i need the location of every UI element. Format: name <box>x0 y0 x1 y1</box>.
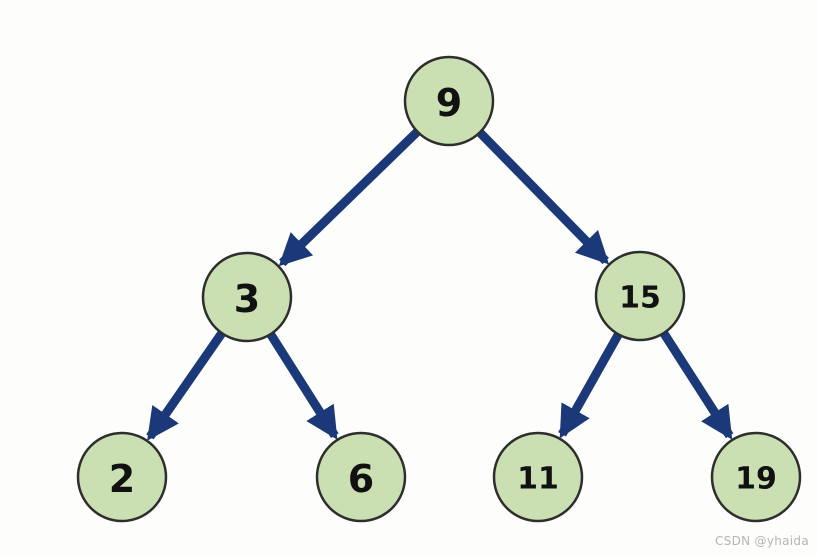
tree-node-label-19: 19 <box>735 462 777 497</box>
tree-node-2: 2 <box>76 431 168 523</box>
tree-edge-3-to-2 <box>146 328 227 441</box>
tree-node-circle-19 <box>710 431 802 523</box>
watermark: CSDN @yhaida <box>715 534 809 548</box>
tree-node-circle-3 <box>201 251 293 343</box>
tree-node-15: 15 <box>594 250 686 342</box>
tree-node-circle-15 <box>594 250 686 342</box>
tree-edge-15-to-11 <box>558 330 624 439</box>
tree-node-label-15: 15 <box>619 281 661 316</box>
tree-node-11: 11 <box>492 431 584 523</box>
tree-node-9: 9 <box>403 55 495 147</box>
tree-node-3: 3 <box>201 251 293 343</box>
tree-node-label-3: 3 <box>234 277 260 321</box>
tree-node-6: 6 <box>315 431 407 523</box>
tree-edge-3-to-6 <box>265 330 339 440</box>
tree-node-circle-9 <box>403 55 495 147</box>
tree-node-circle-11 <box>492 431 584 523</box>
tree-edge-9-to-3 <box>278 126 423 267</box>
tree-node-label-2: 2 <box>109 457 135 501</box>
tree-edges <box>146 126 734 441</box>
tree-node-label-11: 11 <box>517 462 559 497</box>
tree-node-circle-2 <box>76 431 168 523</box>
tree-nodes: 9 3 15 2 6 11 19 <box>76 55 802 523</box>
tree-node-label-6: 6 <box>348 457 374 501</box>
tree-edge-9-to-15 <box>475 127 610 265</box>
tree-node-19: 19 <box>710 431 802 523</box>
tree-node-label-9: 9 <box>436 81 462 125</box>
tree-node-circle-6 <box>315 431 407 523</box>
tree-edge-15-to-19 <box>658 328 734 440</box>
